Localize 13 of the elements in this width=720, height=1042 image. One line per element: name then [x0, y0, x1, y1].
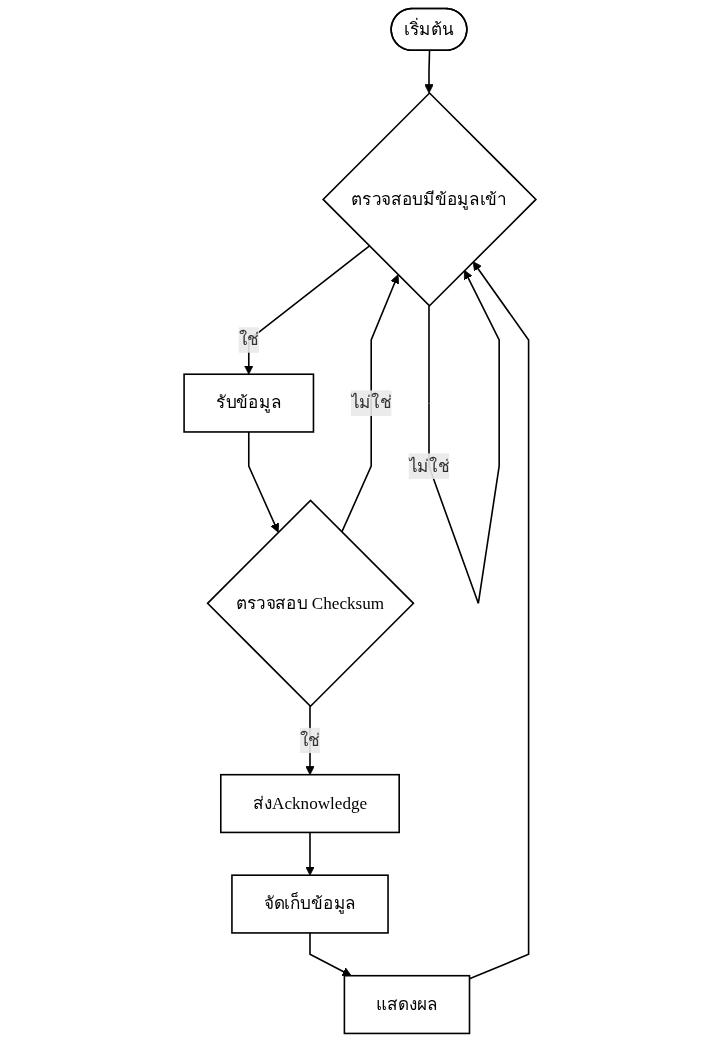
edge-label: ใช่	[238, 330, 259, 349]
node-box: ส่งAcknowledge	[220, 773, 400, 834]
node-diamond: ตรวจสอบ Checksum	[206, 499, 415, 708]
node-box: จัดเก็บข้อมูล	[231, 874, 389, 934]
arrow	[424, 50, 434, 94]
node-box: แสดงผล	[343, 974, 471, 1035]
arrow	[247, 431, 280, 533]
node-box: รับข้อมูล	[183, 373, 315, 433]
arrow	[468, 261, 530, 980]
arrow	[305, 831, 315, 876]
node-diamond: ตรวจสอบมีข้อมูลเข้า	[322, 91, 538, 307]
arrow	[309, 932, 352, 977]
edge-label: ใช่	[299, 730, 321, 750]
